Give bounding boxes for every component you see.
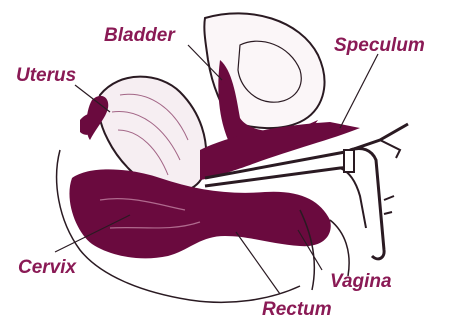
bladder-label: Bladder [104,26,175,45]
vaginal-canal [200,122,360,180]
speculum-label: Speculum [334,36,425,55]
uterus-label: Uterus [16,66,76,85]
tube-shape [80,114,98,135]
rectum-label: Rectum [262,300,332,319]
cervix-label: Cervix [18,258,76,277]
rectum-shape [69,169,330,258]
vagina-label: Vagina [330,272,392,291]
